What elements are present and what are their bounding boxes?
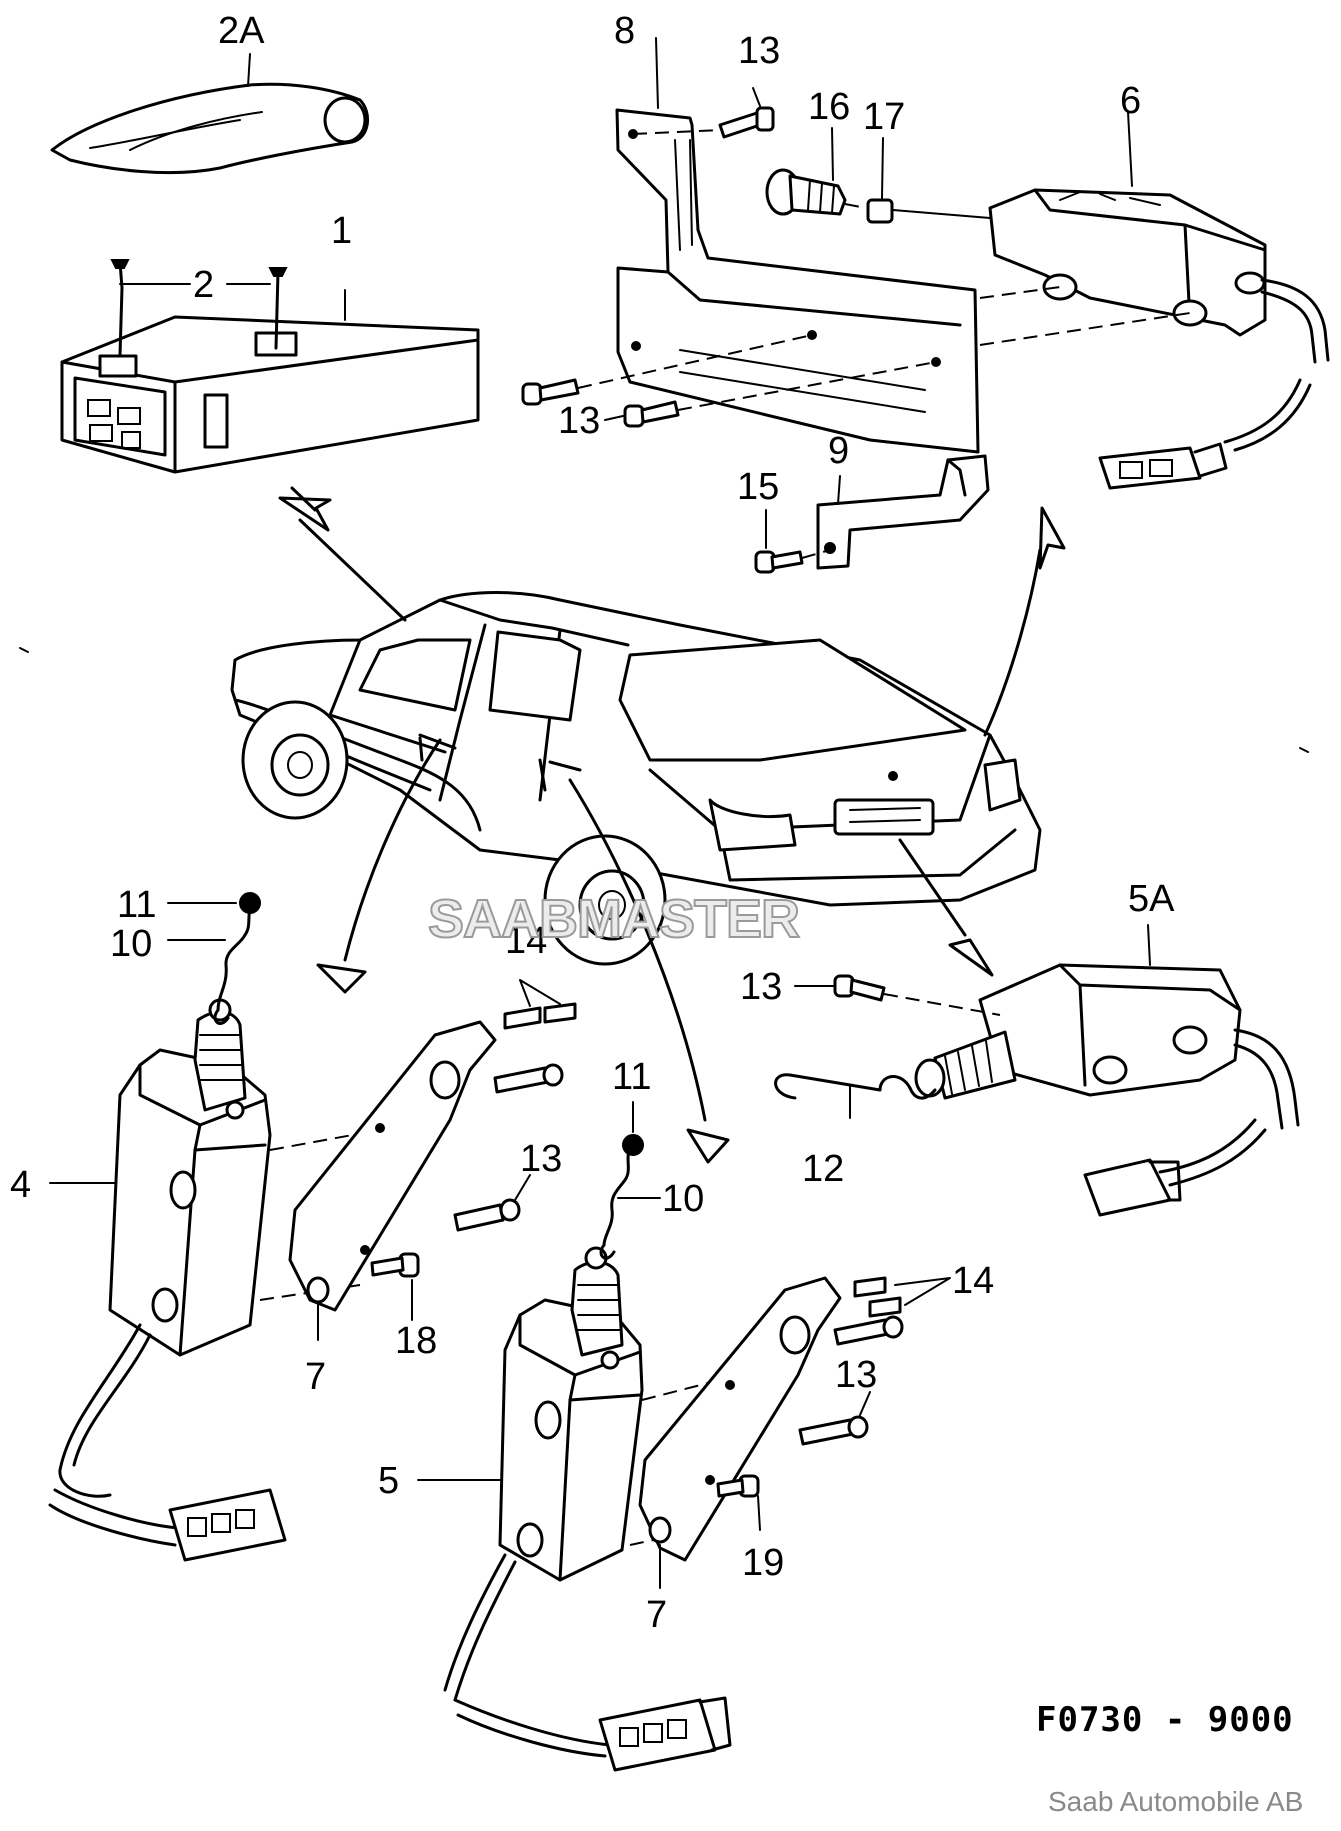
part-13-bolt-left-a	[493, 1063, 564, 1094]
part-5-door-actuator	[417, 1246, 721, 1582]
part-5-connector	[443, 1553, 732, 1772]
callout-13-left: 13	[520, 1138, 563, 1180]
callout-10-left: 10	[110, 923, 153, 965]
callout-5a: 5A	[1128, 878, 1175, 920]
callout-16: 16	[808, 86, 851, 128]
car-illustration	[19, 591, 1309, 966]
callout-2: 2	[193, 264, 215, 306]
callout-13-right: 13	[835, 1354, 878, 1396]
callout-5: 5	[378, 1460, 400, 1502]
copyright-notice: Saab Automobile AB	[1048, 1786, 1304, 1817]
part-1-control-unit	[60, 259, 480, 474]
callout-19: 19	[742, 1542, 785, 1584]
watermark: SAABMASTER	[427, 888, 801, 950]
part-4-connector	[48, 1323, 287, 1562]
callout-13-5a: 13	[740, 966, 783, 1008]
part-6-connector	[1098, 378, 1312, 490]
part-12-link-rod	[774, 1073, 937, 1119]
callout-13-mid: 13	[558, 400, 601, 442]
callout-18: 18	[395, 1320, 438, 1362]
drawing-code: F0730 - 9000	[1036, 1700, 1294, 1740]
part-11-clip-right	[622, 1101, 644, 1156]
callout-9: 9	[828, 430, 850, 472]
part-9-bracket	[816, 454, 990, 570]
part-18-screw	[370, 1252, 420, 1321]
part-2a-harness-cover	[50, 53, 369, 175]
callout-14-right: 14	[952, 1260, 995, 1302]
callout-1: 1	[331, 210, 353, 252]
arrow-to-front-door-actuator	[316, 738, 442, 994]
callout-7-left: 7	[305, 1356, 327, 1398]
part-13-bolt-mid-b	[604, 361, 937, 428]
arrow-to-control-unit	[278, 486, 407, 622]
part-10-rod-right	[599, 1145, 661, 1260]
arrow-to-trunk-actuator	[983, 506, 1066, 737]
part-13-bolt-mid-a	[521, 334, 813, 406]
callout-8: 8	[614, 10, 636, 52]
part-4-door-actuator	[49, 998, 381, 1357]
part-13-bolt-right-a	[833, 1315, 904, 1346]
part-16-grommet	[765, 127, 847, 216]
callout-13-top: 13	[738, 30, 781, 72]
callout-15: 15	[737, 466, 780, 508]
part-6-trunk-lock-actuator	[979, 111, 1330, 364]
part-7-plate-right	[638, 1276, 842, 1589]
part-19-stud	[716, 1474, 761, 1531]
part-15-screw	[754, 509, 831, 574]
part-13-bolt-5a	[794, 974, 1001, 1016]
callout-14-left: 14	[505, 920, 548, 962]
arrow-to-tailgate-actuator	[898, 838, 994, 977]
part-13-bolt-top	[632, 87, 775, 139]
callout-4: 4	[10, 1164, 32, 1206]
part-11-clip-left	[167, 892, 261, 914]
callout-2a: 2A	[218, 10, 265, 52]
part-13-bolt-left-b	[453, 1174, 531, 1232]
part-14-clips-right	[853, 1276, 951, 1318]
part-14-clips-left	[503, 979, 577, 1030]
part-13-bolt-right-b	[798, 1391, 871, 1446]
callout-6: 6	[1120, 80, 1142, 122]
callout-10-right: 10	[662, 1178, 705, 1220]
callout-11-right: 11	[612, 1056, 652, 1098]
part-10-rod-left	[167, 903, 254, 1025]
part-5a-connector	[1083, 1118, 1267, 1217]
callout-17: 17	[863, 96, 906, 138]
part-7-plate-left	[288, 1020, 497, 1341]
callout-11-left: 11	[117, 884, 157, 926]
part-8-mounting-bracket	[615, 37, 980, 454]
part-17-nut	[844, 137, 991, 224]
arrow-to-rear-door-actuator	[568, 778, 730, 1164]
callout-12: 12	[802, 1148, 845, 1190]
part-5a-tailgate-actuator	[914, 924, 1300, 1130]
callout-7-right: 7	[646, 1594, 668, 1636]
